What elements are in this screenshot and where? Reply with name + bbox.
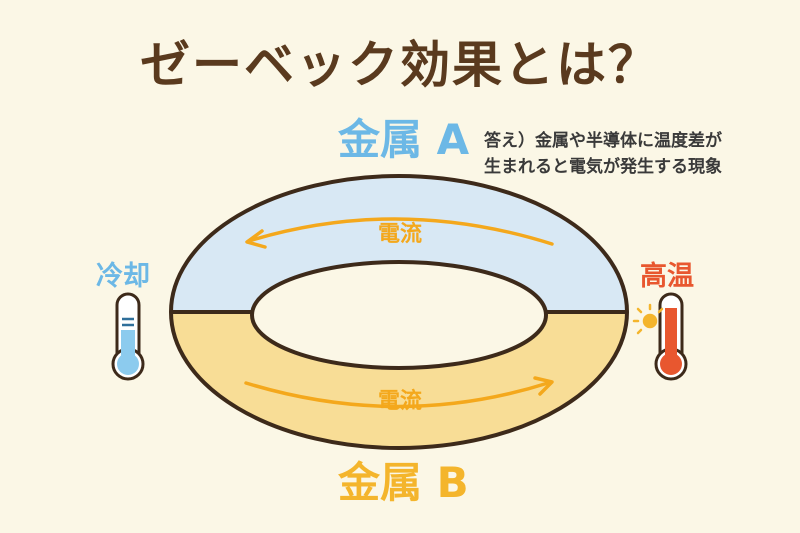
sun-icon — [632, 303, 664, 335]
current-arrow-top — [245, 217, 554, 249]
thermometer-cold-icon — [111, 292, 145, 381]
answer-text: 答え）金属や半導体に温度差が 生まれると電気が発生する現象 — [484, 128, 794, 180]
page-title: ゼーベック効果とは？ — [140, 36, 660, 94]
metal-a-label: 金属 A — [338, 115, 470, 164]
ring-inner-hole — [250, 260, 548, 370]
heating-label: 高温 — [640, 261, 694, 292]
current-arrow-bottom — [244, 376, 554, 409]
current-label-bottom: 電流 — [378, 388, 422, 414]
metal-a-segment — [171, 176, 627, 312]
metal-b-label: 金属 B — [338, 458, 469, 507]
current-label-top: 電流 — [378, 221, 422, 247]
answer-line-2: 生まれると電気が発生する現象 — [484, 157, 722, 177]
thermometer-hot-icon — [654, 292, 688, 381]
answer-line-1: 答え）金属や半導体に温度差が — [484, 131, 722, 151]
cooling-label: 冷却 — [96, 261, 150, 292]
